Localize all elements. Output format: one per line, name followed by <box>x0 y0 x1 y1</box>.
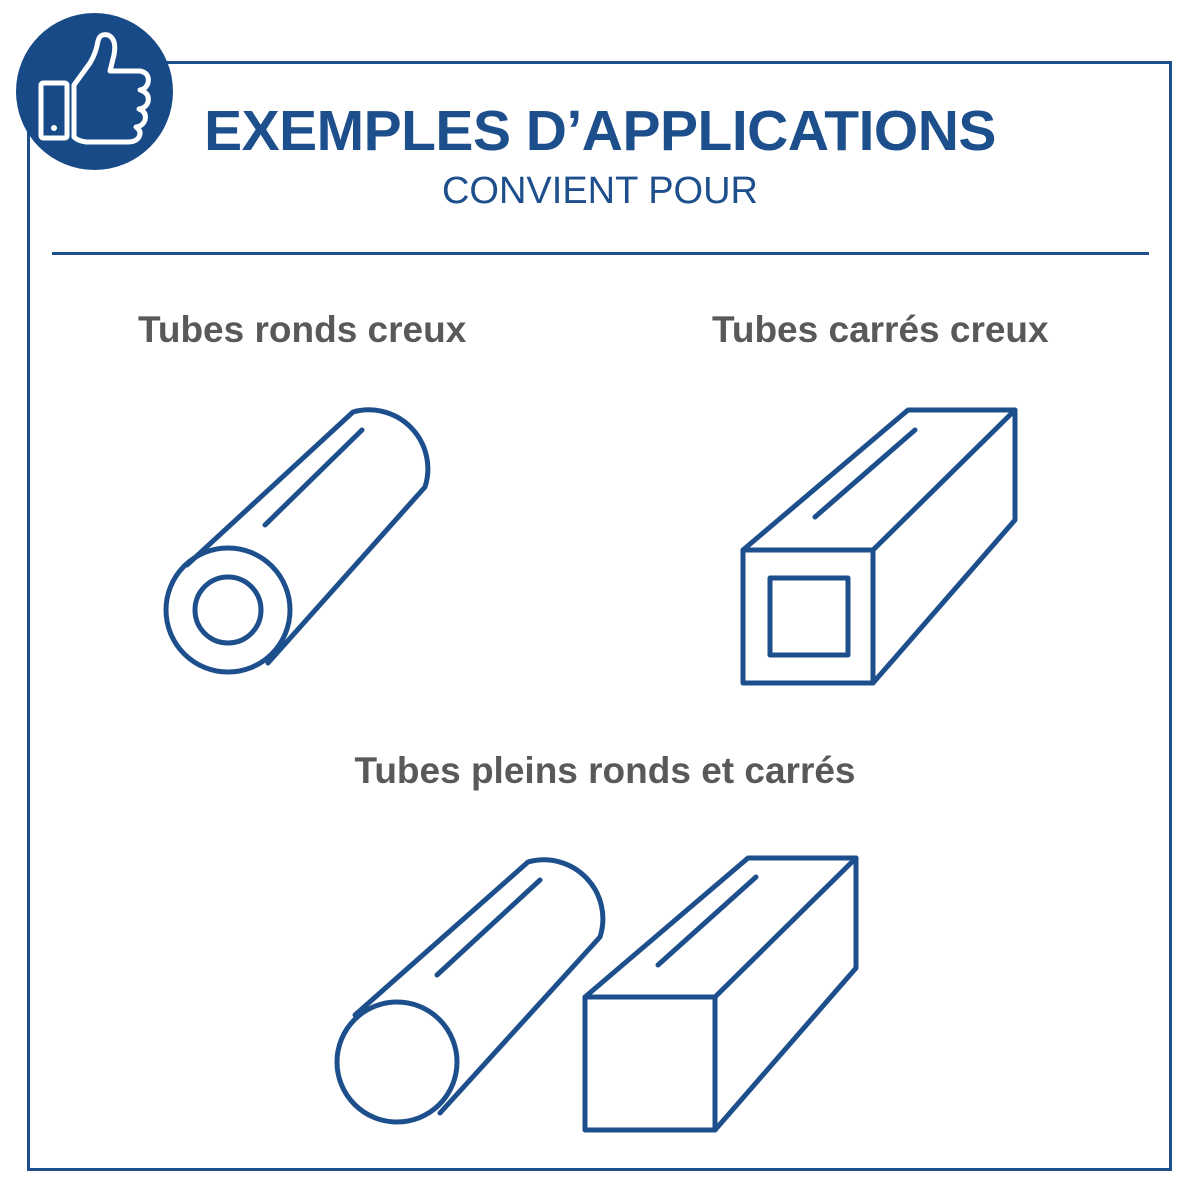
label-solid-bars: Tubes pleins ronds et carrés <box>354 750 856 791</box>
divider <box>52 252 1149 255</box>
hollow-round-tube-icon <box>163 407 431 675</box>
solid-round-bar-icon <box>334 857 606 1125</box>
content-frame <box>27 61 1172 1171</box>
page-title: EXEMPLES D’APPLICATIONS <box>204 99 996 163</box>
hollow-square-tube-icon <box>740 407 1018 686</box>
page-subtitle: CONVIENT POUR <box>441 170 758 212</box>
thumbs-up-icon <box>38 32 151 145</box>
label-hollow-square-tubes: Tubes carrés creux <box>712 309 1049 350</box>
solid-square-bar-icon <box>582 855 859 1133</box>
label-hollow-round-tubes: Tubes ronds creux <box>138 309 467 350</box>
badge <box>16 13 173 170</box>
